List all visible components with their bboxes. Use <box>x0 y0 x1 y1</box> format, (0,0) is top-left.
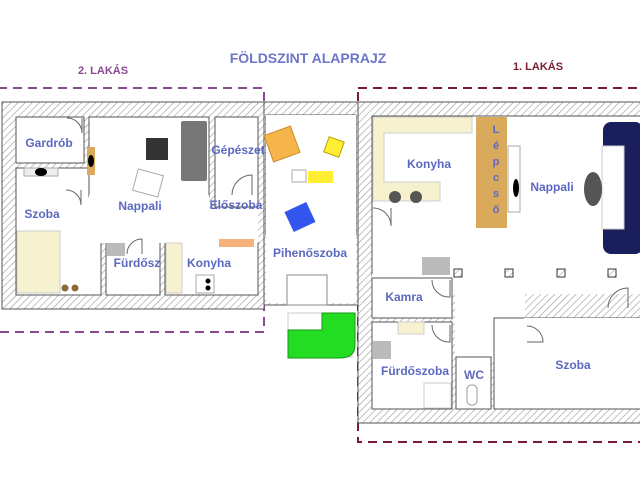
room-kamra <box>371 277 453 319</box>
lepcso-letter: s <box>492 188 500 200</box>
stove <box>195 274 215 294</box>
room-gardrob <box>15 116 85 164</box>
lepcso-letter: é <box>492 140 500 152</box>
sofa-green <box>287 312 356 359</box>
label-gardrob: Gardrób <box>25 136 73 150</box>
armchair-orange <box>263 125 301 163</box>
bed <box>16 230 61 294</box>
label-lepcso: L é p c s ő <box>490 122 502 218</box>
armchair <box>131 168 165 198</box>
label-kamra: Kamra <box>385 290 423 304</box>
label-nappali-1: Nappali <box>530 180 574 194</box>
staircase <box>476 117 507 228</box>
tv-table <box>146 138 168 160</box>
label-nappali-2: Nappali <box>118 199 162 213</box>
apt2-label: 2. LAKÁS <box>77 65 129 77</box>
label-eloszoba: Előszoba <box>209 198 263 212</box>
label-szoba-1: Szoba <box>555 358 591 372</box>
chair-yellow <box>323 136 345 158</box>
lepcso-letter: ő <box>492 204 500 216</box>
label-pihenoszoba: Pihenőszoba <box>272 246 348 260</box>
plan-title: FÖLDSZINT ALAPRAJZ <box>229 50 387 66</box>
label-wc: WC <box>464 368 484 382</box>
shoe-cabinet <box>219 239 254 247</box>
table-yellow <box>308 171 333 183</box>
kitchen-counter-2 <box>165 242 183 294</box>
chair-blue <box>284 201 316 233</box>
apt1-label: 1. LAKÁS <box>512 61 564 73</box>
lepcso-letter: p <box>492 156 500 168</box>
lepcso-letter: L <box>492 124 500 136</box>
label-konyha-2: Konyha <box>186 256 232 270</box>
label-furdo-2: Fürdősz <box>113 256 161 270</box>
label-konyha-1: Konyha <box>406 157 452 171</box>
sofa-gray <box>181 121 207 181</box>
label-furdoszoba: Fürdőszoba <box>381 364 449 378</box>
label-szoba-2: Szoba <box>24 207 60 221</box>
lepcso-letter: c <box>492 172 500 184</box>
room-gepeszet <box>214 116 259 208</box>
label-gepeszet: Gépészet <box>211 143 265 157</box>
